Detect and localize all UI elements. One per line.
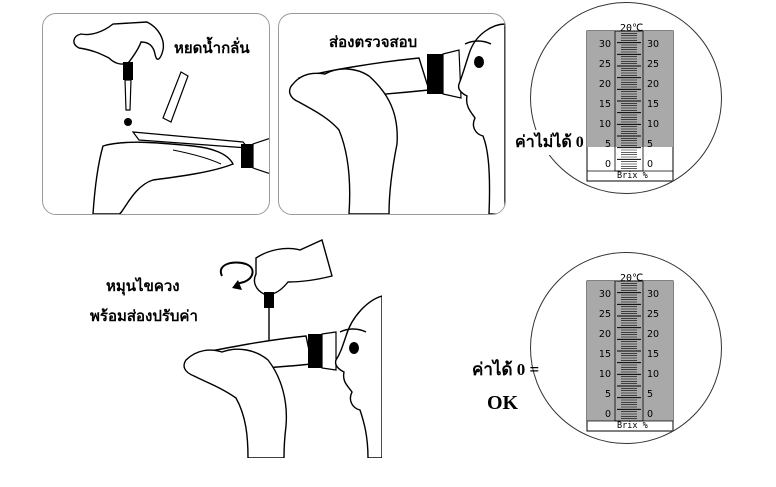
tick-15-left: 15	[598, 99, 611, 110]
scale-after-caption-line2: OK	[487, 392, 519, 414]
tick-0-right: 0	[647, 159, 654, 170]
tick-20-left: 20	[598, 329, 611, 340]
tick-15-right: 15	[647, 349, 660, 360]
scale-before-circle: 20℃ 30 25 20 15 10 5 0 30 25 20 15 10 5 …	[530, 2, 722, 194]
tick-5-left: 5	[604, 139, 611, 150]
tick-0-left: 0	[604, 409, 611, 420]
step2-panel: ส่องตรวจสอบ	[278, 13, 506, 215]
scale-before-right-ticks: 30 25 20 15 10 5 0	[647, 39, 667, 179]
eye	[349, 342, 359, 354]
scale-after-left-ticks: 30 25 20 15 10 5 0	[591, 289, 611, 429]
tick-10-right: 10	[647, 369, 660, 380]
tick-20-right: 20	[647, 329, 660, 340]
scale-after-svg	[586, 280, 674, 432]
step3-label-line1: หมุนไขควง	[106, 279, 180, 295]
step1-label: หยดน้ำกลั่น	[174, 41, 250, 57]
scale-before-top-label: 20℃	[620, 23, 644, 34]
scale-after-bottom-label: Brix %	[617, 421, 648, 431]
scale-before-bottom-label: Brix %	[617, 171, 648, 181]
tick-30-right: 30	[647, 39, 660, 50]
step3-illustration-wrap	[176, 236, 382, 458]
water-drop	[124, 118, 132, 126]
scale-after-top-label: 20℃	[620, 273, 644, 284]
tick-10-right: 10	[647, 119, 660, 130]
step2-label: ส่องตรวจสอบ	[329, 35, 418, 51]
tick-25-right: 25	[647, 309, 660, 320]
scale-before-caption: ค่าไม่ได้ 0	[513, 130, 586, 155]
tick-20-left: 20	[598, 79, 611, 90]
tick-15-left: 15	[598, 349, 611, 360]
tick-10-left: 10	[598, 369, 611, 380]
scale-after-caption-line1: ค่าได้ 0 =	[472, 360, 540, 379]
tick-30-right: 30	[647, 289, 660, 300]
tick-5-right: 5	[647, 389, 654, 400]
eye	[474, 56, 484, 68]
step1-illustration	[73, 21, 269, 214]
tick-15-right: 15	[647, 99, 660, 110]
tick-20-right: 20	[647, 79, 660, 90]
step1-panel: หยดน้ำกลั่น	[42, 13, 270, 215]
eyepiece-band	[427, 54, 443, 94]
scale-before-left-ticks: 30 25 20 15 10 5 0	[591, 39, 611, 179]
scale-after-right-ticks: 30 25 20 15 10 5 0	[647, 289, 667, 429]
scale-after-circle: 20℃ 30 25 20 15 10 5 0 30 25 20 15 10 5 …	[530, 252, 722, 444]
tick-30-left: 30	[598, 39, 611, 50]
step3-label-line2: พร้อมส่องปรับค่า	[90, 309, 198, 325]
tick-5-left: 5	[604, 389, 611, 400]
tick-0-right: 0	[647, 409, 654, 420]
tick-30-left: 30	[598, 289, 611, 300]
step2-illustration	[288, 23, 505, 214]
tick-0-left: 0	[604, 159, 611, 170]
tick-25-left: 25	[598, 59, 611, 70]
tick-5-right: 5	[647, 139, 654, 150]
tick-10-left: 10	[598, 119, 611, 130]
tick-25-right: 25	[647, 59, 660, 70]
rotate-arrow-icon	[232, 280, 242, 290]
dropper-bulb	[123, 62, 133, 80]
scale-before-svg	[586, 30, 674, 182]
step3-illustration	[183, 239, 382, 458]
tick-25-left: 25	[598, 309, 611, 320]
